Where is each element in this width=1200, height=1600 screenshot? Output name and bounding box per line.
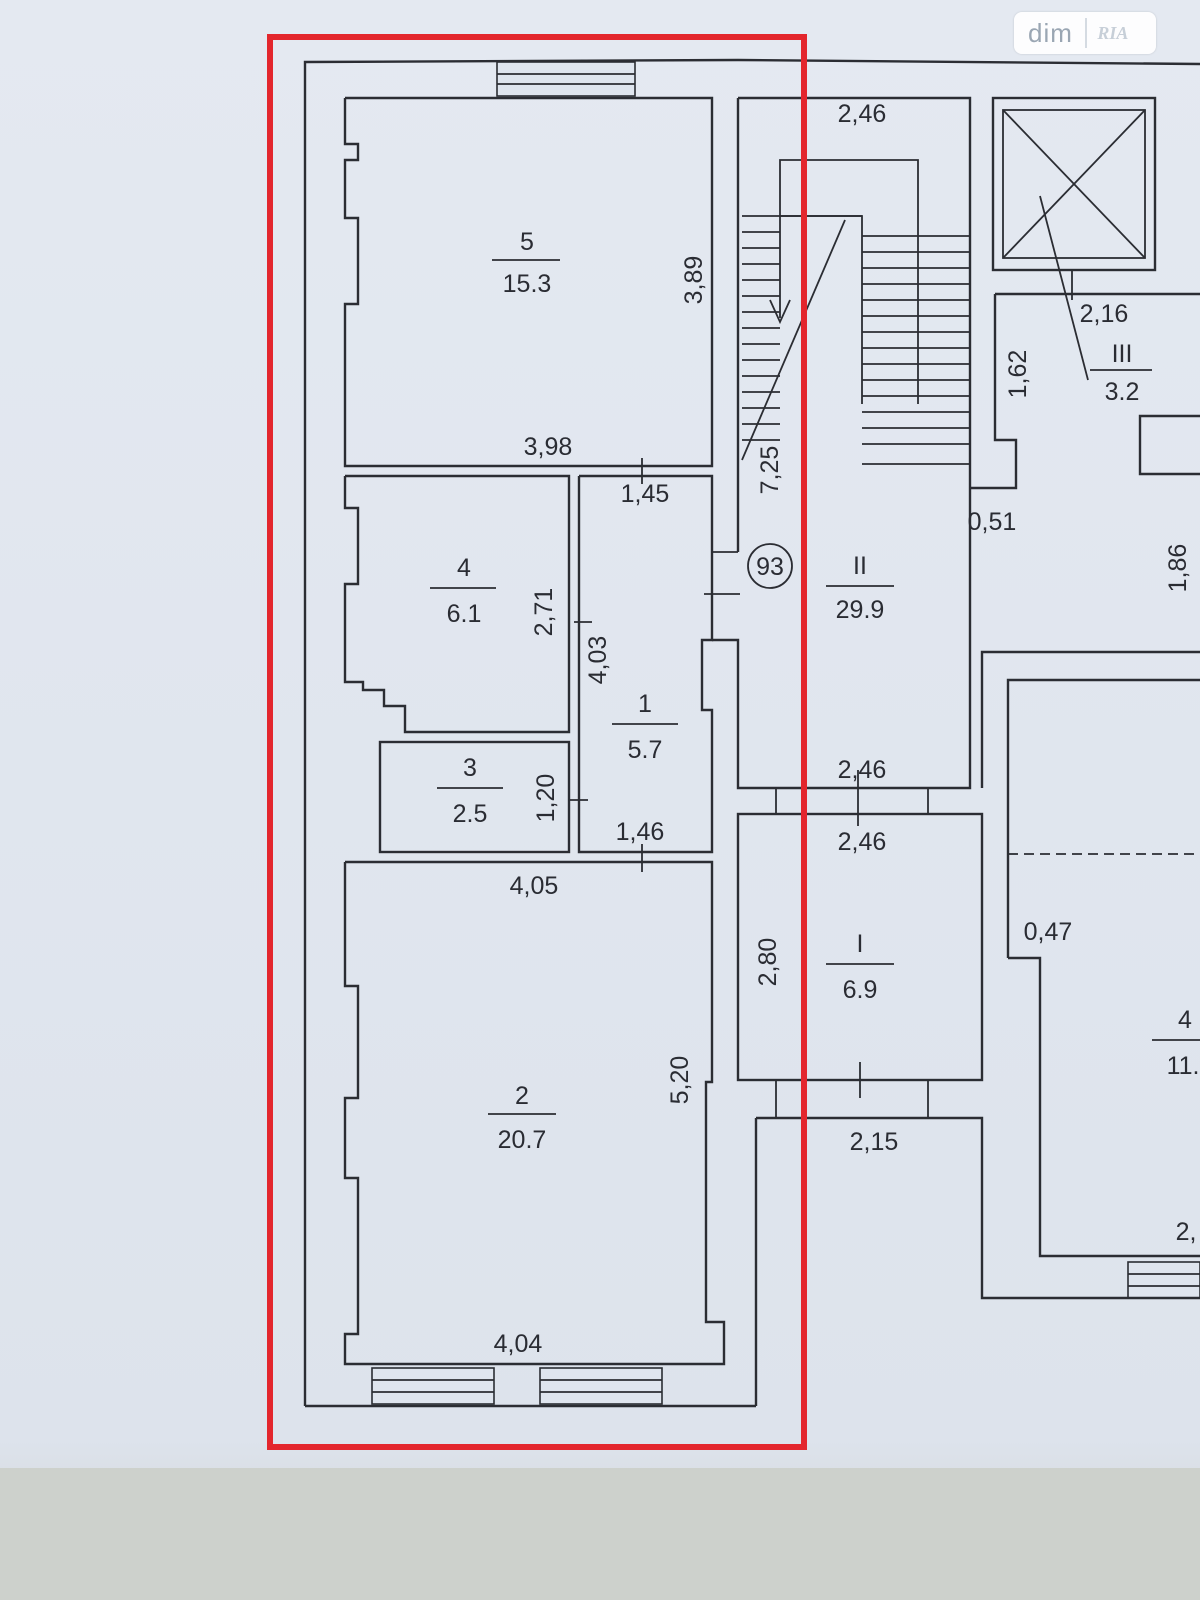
apartment-outline [303, 58, 1200, 1408]
dim-right-gap: 0,47 [1024, 918, 1073, 946]
dim-room2-height: 5,20 [666, 1056, 694, 1105]
dim-room5-width: 3,98 [524, 433, 573, 461]
lift-shaft [970, 96, 1200, 490]
room-1-area: 5.7 [628, 736, 663, 764]
room-5-area: 15.3 [503, 270, 552, 298]
room-4-number: 4 [457, 554, 471, 582]
dim-right-bottom: 2, [1176, 1218, 1197, 1246]
room-2-number: 2 [515, 1082, 529, 1110]
window-bottom-right [539, 1367, 663, 1405]
dimria-watermark: dim RIA [1014, 12, 1156, 54]
room-3-area: 2.5 [453, 800, 488, 828]
dim-right-height: 1,86 [1164, 544, 1192, 593]
vestibule-I-area: 6.9 [843, 976, 878, 1004]
hall-II-area: 29.9 [836, 596, 885, 624]
dim-hall-bottom: 2,46 [838, 756, 887, 784]
room-3-number: 3 [463, 754, 477, 782]
window-bottom-left [371, 1367, 495, 1405]
apartment-number: 93 [756, 553, 784, 581]
dim-corridor-bottom: 1,46 [616, 818, 665, 846]
room-labels: 5 15.3 4 6.1 1 5.7 3 2.5 2 20.7 II 29.9 … [430, 228, 1200, 1154]
neighbour-room-number: 4 [1178, 1006, 1192, 1034]
dim-vestibule-height: 2,80 [754, 938, 782, 987]
neighbour-unit [980, 650, 1200, 1258]
staircase [712, 96, 972, 790]
room-III-area: 3.2 [1105, 378, 1140, 406]
ria-logo: RIA [1084, 18, 1139, 48]
room-5-outline [343, 96, 714, 468]
vestibule [736, 770, 1200, 1300]
dim-shaft-width: 2,16 [1080, 300, 1129, 328]
dim-vestibule-bottom: 2,15 [850, 1128, 899, 1156]
room-4-area: 6.1 [447, 600, 482, 628]
room-3-outline [378, 740, 571, 854]
window-right [1127, 1261, 1200, 1299]
apartment-number-circle [747, 543, 793, 589]
table-surface [0, 1468, 1200, 1600]
dim-corridor-top: 1,45 [621, 480, 670, 508]
windows [371, 61, 1200, 1405]
door-marks [568, 458, 740, 872]
dim-room5-height: 3,89 [680, 256, 708, 305]
dim-niche: 0,51 [968, 508, 1017, 536]
watermark-text: dim [1028, 17, 1073, 48]
room-4-outline [343, 474, 571, 734]
dim-room4-height: 2,71 [530, 588, 558, 637]
neighbour-room-area: 11.8 [1167, 1052, 1200, 1080]
dimension-labels: 3,98 3,89 2,46 7,25 1,45 2,71 4,03 1,20 … [494, 100, 1197, 1358]
room-1-number: 1 [638, 690, 652, 718]
apartment-highlight-frame [267, 34, 807, 1450]
window-top [496, 61, 636, 97]
room-2-area: 20.7 [498, 1126, 547, 1154]
room-2-outline [343, 860, 726, 1366]
hall-II-number: II [853, 552, 867, 580]
dim-stair-length: 7,25 [756, 446, 784, 495]
dim-shaft-height: 1,62 [1004, 350, 1032, 399]
dim-room3-height: 1,20 [532, 774, 560, 823]
room-1-outline [577, 474, 714, 854]
dim-stair-top: 2,46 [838, 100, 887, 128]
dim-room2-bottom: 4,04 [494, 1330, 543, 1358]
dim-room2-top: 4,05 [510, 872, 559, 900]
vestibule-I-number: I [857, 930, 864, 958]
dim-vestibule-top: 2,46 [838, 828, 887, 856]
dim-room1-height: 4,03 [584, 636, 612, 685]
room-5-number: 5 [520, 228, 534, 256]
room-III-number: III [1112, 340, 1133, 368]
